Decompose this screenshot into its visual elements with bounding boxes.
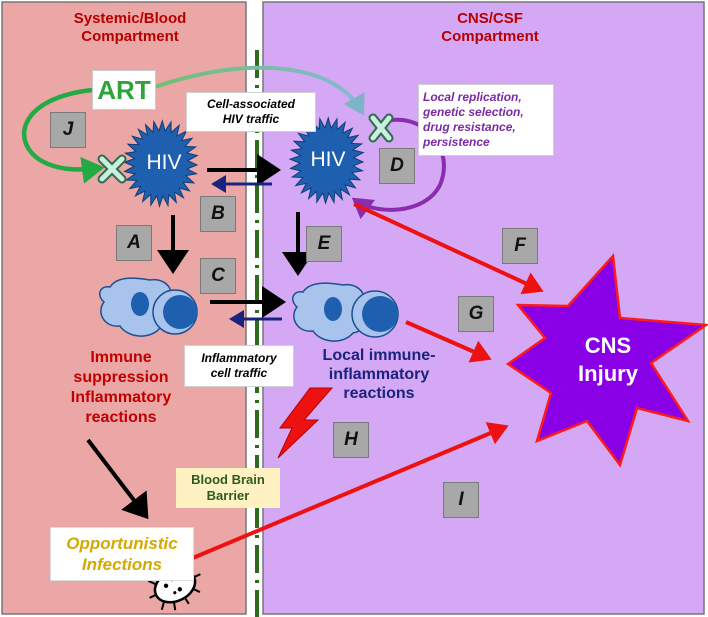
immune-suppression-text: Immune suppression Inflammatory reaction… [70,349,172,426]
cns-compartment-title: CNS/CSF Compartment [441,10,539,45]
lightning-bolt-icon [277,387,334,459]
cns-injury-label: CNS Injury [578,333,638,386]
virus-injury-arrow-f [353,202,544,295]
art-label: ART [92,70,156,110]
art-block-systemic-icon [97,154,127,184]
label-e: E [306,226,342,262]
label-h: H [333,422,369,458]
inflammatory-traffic-note: Inflammatory cell traffic [184,345,294,387]
cell-associated-traffic-note: Cell-associated HIV traffic [186,92,316,132]
oi-injury-arrow-i [187,422,509,562]
label-c: C [200,258,236,294]
hiv-cns-virus [288,116,365,205]
cns-immune-cells [292,282,399,342]
hiv-systemic-label: HIV [146,151,182,174]
systemic-immune-cells [99,277,198,337]
art-to-cns-arrow [151,65,365,116]
replication-loop-arrow [351,118,446,220]
art-loop-arrow [22,87,105,184]
label-j: J [50,112,86,148]
immune-injury-arrow-g [405,320,492,363]
art-block-cns-icon [368,113,394,143]
hiv-cns-label: HIV [310,148,346,171]
systemic-compartment-title: Systemic/Blood Compartment [73,10,187,45]
suppression-to-oi-arrow [86,438,149,520]
label-b: B [200,196,236,232]
label-i: I [443,482,479,518]
label-f: F [502,228,538,264]
cns-injury-burst [505,253,708,468]
label-a: A [116,225,152,261]
label-g: G [458,296,494,332]
local-replication-note: Local replication, genetic selection, dr… [418,84,554,156]
label-d: D [379,148,415,184]
blood-brain-barrier-label: Blood Brain Barrier [176,468,280,508]
local-immune-text: Local immune- inflammatory reactions [322,347,436,402]
opportunistic-infections-label: Opportunistic Infections [50,527,194,581]
